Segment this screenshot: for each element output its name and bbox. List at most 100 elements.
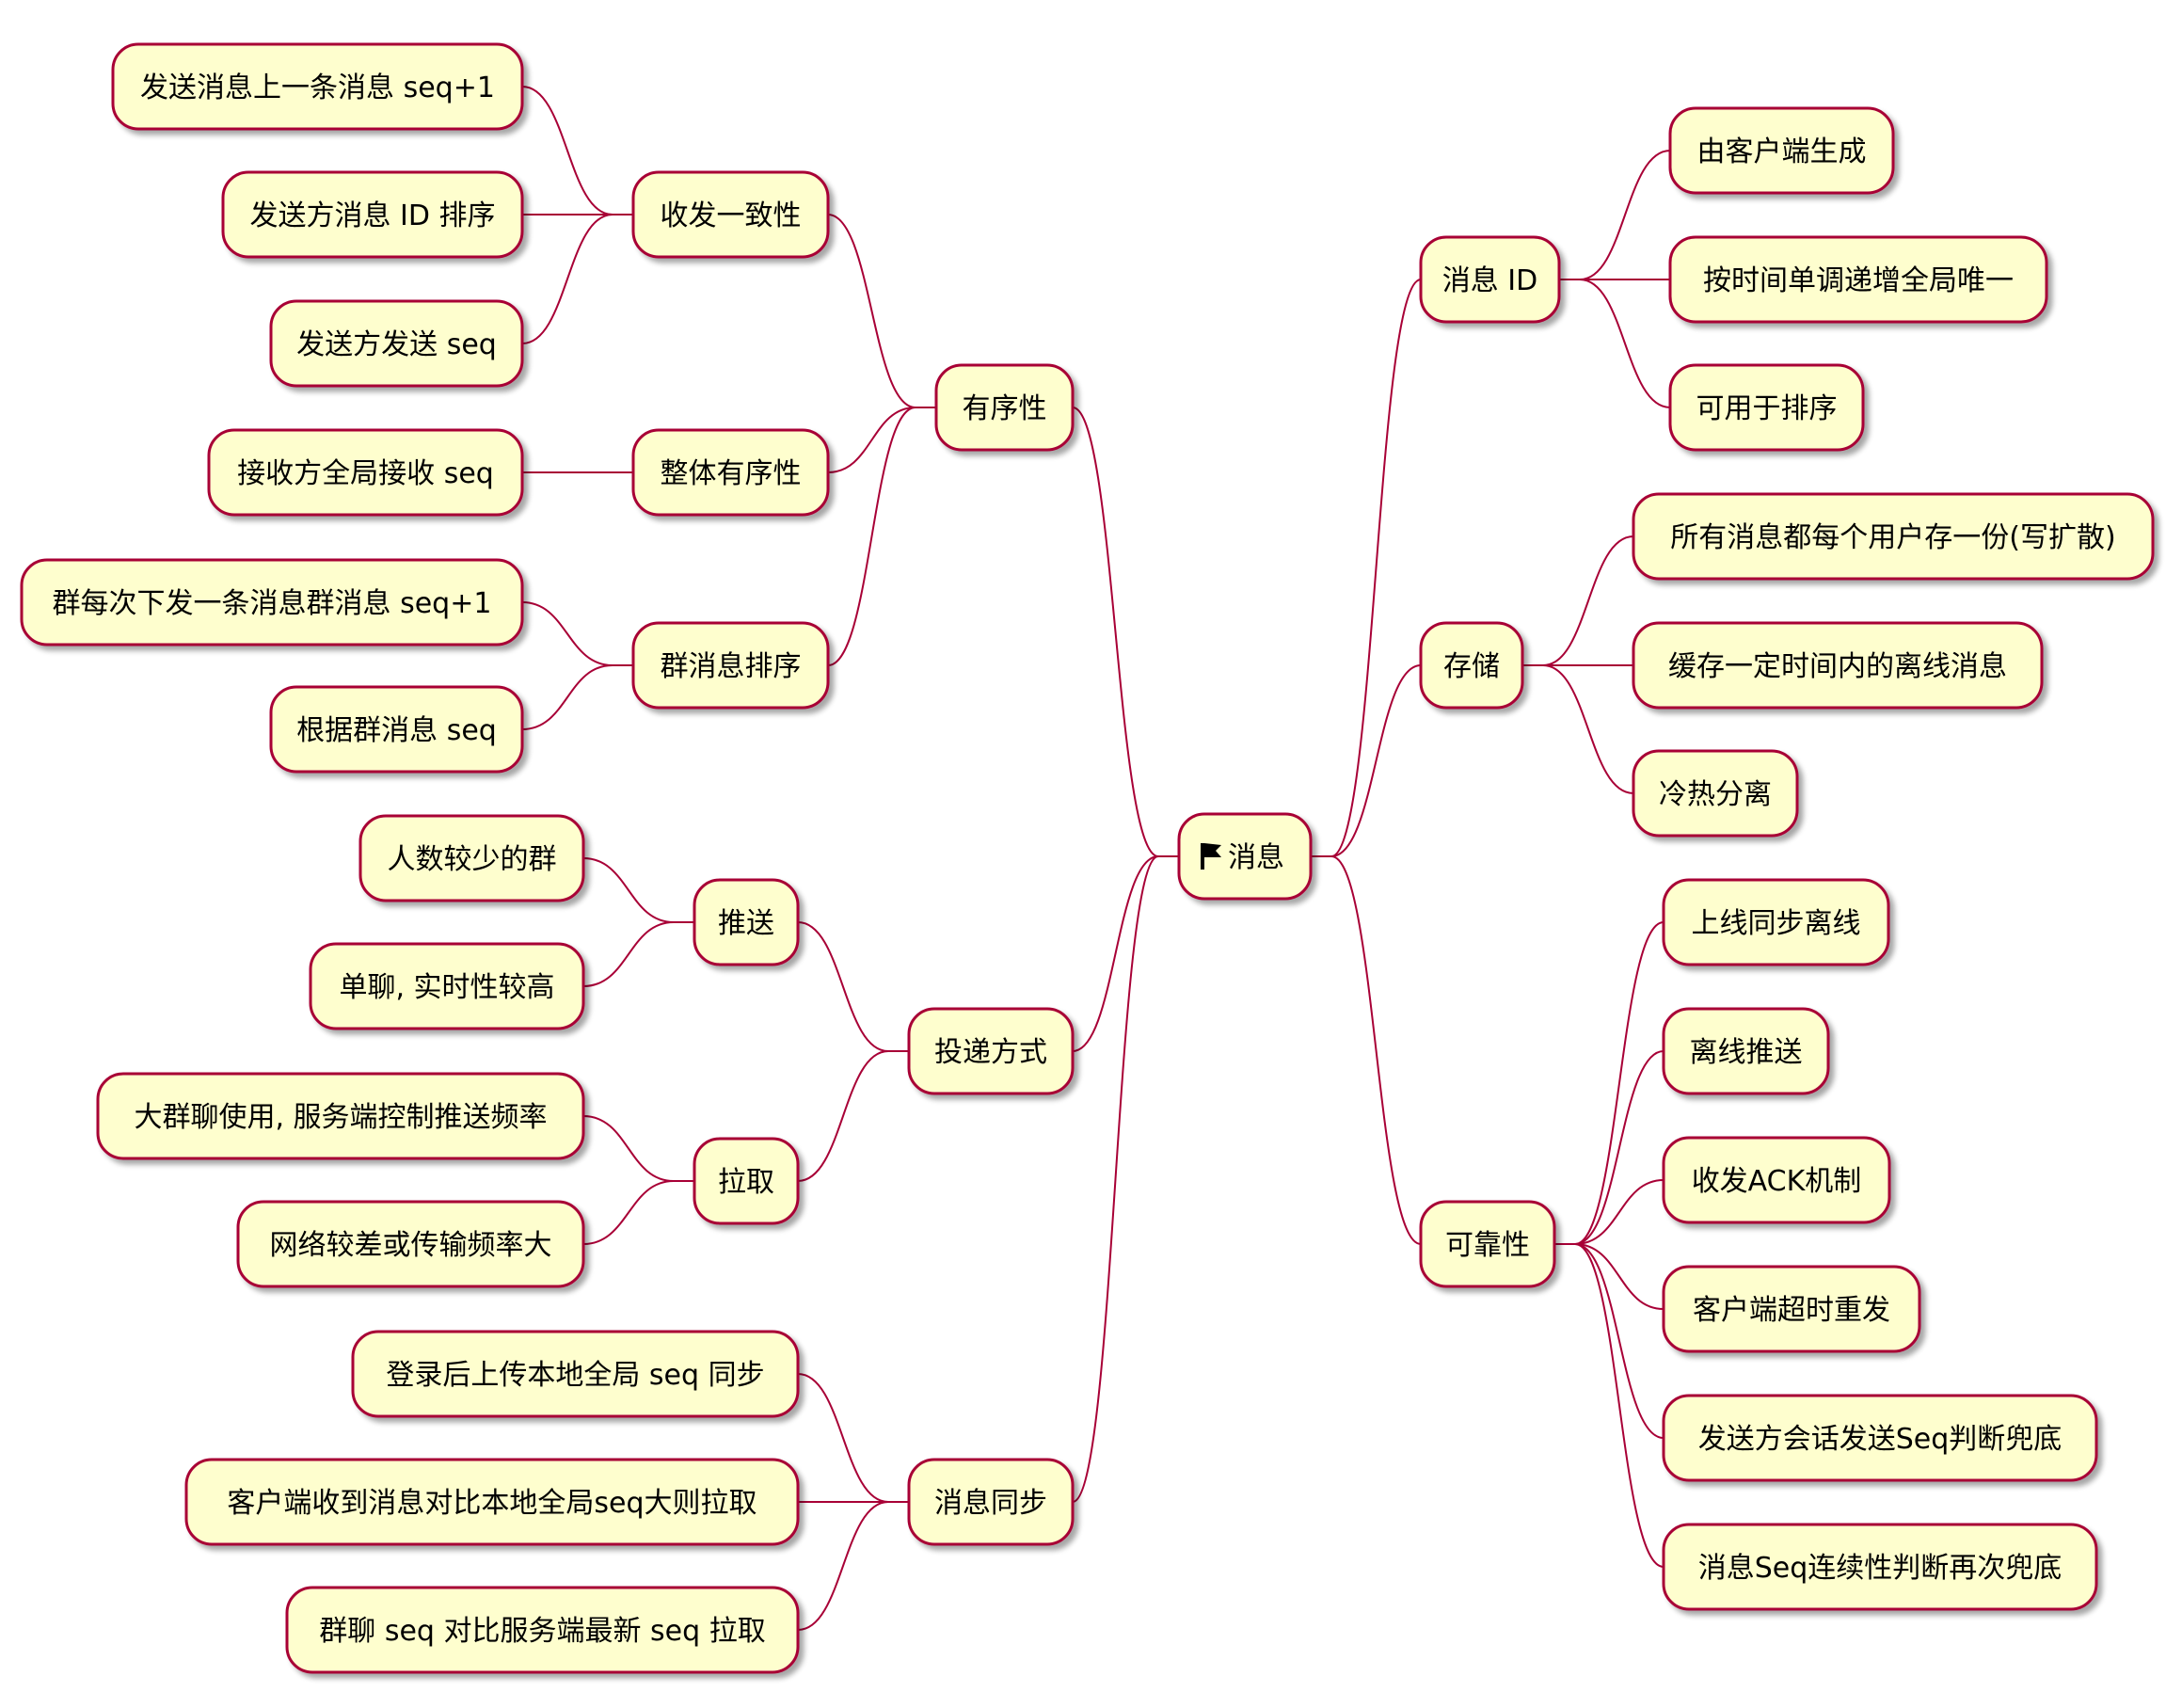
edge-i1 — [1559, 150, 1671, 280]
node-label: 群聊 seq 对比服务端最新 seq 拉取 — [319, 1615, 765, 1648]
node-l1: 大群聊使用, 服务端控制推送频率 — [96, 1072, 585, 1160]
edge-reliable — [1311, 855, 1422, 1245]
node-r1: 上线同步离线 — [1662, 878, 1890, 966]
node-box — [1662, 1523, 2098, 1611]
node-box — [236, 1200, 585, 1288]
node-box — [1662, 1136, 1891, 1224]
node-box — [631, 170, 830, 259]
edge-g2 — [521, 664, 633, 730]
node-consist: 收发一致性 — [631, 170, 830, 259]
node-t1: 所有消息都每个用户存一份(写扩散) — [1632, 492, 2155, 581]
node-label: 群每次下发一条消息群消息 seq+1 — [53, 587, 492, 620]
node-box — [1668, 363, 1865, 452]
node-s1: 登录后上传本地全局 seq 同步 — [351, 1330, 800, 1418]
node-p1: 人数较少的群 — [358, 814, 585, 902]
node-g2: 根据群消息 seq — [269, 685, 524, 774]
node-store: 存储 — [1419, 621, 1524, 710]
node-r6: 消息Seq连续性判断再次兜底 — [1662, 1523, 2098, 1611]
node-deliver: 投递方式 — [907, 1007, 1075, 1095]
edge-whole — [827, 407, 936, 473]
node-box — [907, 1458, 1075, 1546]
node-w1: 接收方全局接收 seq — [207, 428, 524, 517]
node-label: 大群聊使用, 服务端控制推送频率 — [134, 1101, 547, 1134]
edge-p1 — [582, 857, 694, 923]
node-label: 客户端收到消息对比本地全局seq大则拉取 — [227, 1487, 757, 1520]
edge-c3 — [521, 214, 633, 344]
node-box — [1419, 1200, 1556, 1288]
node-label: 上线同步离线 — [1692, 907, 1861, 940]
node-whole: 整体有序性 — [631, 428, 830, 517]
edge-t3 — [1522, 664, 1634, 794]
node-s3: 群聊 seq 对比服务端最新 seq 拉取 — [285, 1586, 800, 1674]
node-box — [907, 1007, 1075, 1095]
node-box — [1632, 492, 2155, 581]
node-r4: 客户端超时重发 — [1662, 1265, 1921, 1353]
node-label: 冷热分离 — [1659, 778, 1772, 811]
node-label: 可靠性 — [1445, 1229, 1530, 1262]
node-i2: 按时间单调递增全局唯一 — [1668, 235, 2048, 324]
edge-r5 — [1554, 1243, 1664, 1439]
node-box — [20, 558, 524, 646]
node-box — [693, 1137, 800, 1225]
node-box — [269, 299, 524, 388]
node-label: 可用于排序 — [1696, 392, 1838, 425]
node-box — [351, 1330, 800, 1418]
edge-consist — [827, 214, 936, 408]
node-c2: 发送方消息 ID 排序 — [221, 170, 524, 259]
node-label: 消息Seq连续性判断再次兜底 — [1698, 1552, 2063, 1585]
node-t2: 缓存一定时间内的离线消息 — [1632, 621, 2044, 710]
node-label: 推送 — [718, 907, 774, 940]
edge-pull — [797, 1050, 909, 1182]
node-label: 发送方消息 ID 排序 — [249, 200, 495, 232]
node-box — [1632, 749, 1799, 838]
node-box — [1419, 621, 1524, 710]
node-label: 投递方式 — [934, 1036, 1047, 1069]
node-label: 客户端超时重发 — [1693, 1294, 1890, 1327]
node-r5: 发送方会话发送Seq判断兜底 — [1662, 1394, 2098, 1482]
edge-p2 — [582, 921, 694, 987]
node-label: 存储 — [1443, 650, 1500, 683]
node-label: 消息 ID — [1442, 264, 1537, 297]
node-root: 消息 — [1177, 812, 1313, 901]
node-box — [693, 878, 800, 966]
node-sync: 消息同步 — [907, 1458, 1075, 1546]
node-box — [1662, 1007, 1830, 1095]
node-push: 推送 — [693, 878, 800, 966]
node-label: 消息同步 — [934, 1487, 1047, 1520]
node-id: 消息 ID — [1419, 235, 1561, 324]
node-r2: 离线推送 — [1662, 1007, 1830, 1095]
node-box — [285, 1586, 800, 1674]
edge-r3 — [1554, 1179, 1664, 1245]
edge-i3 — [1559, 279, 1671, 408]
node-box — [1662, 878, 1890, 966]
node-label: 由客户端生成 — [1697, 136, 1867, 168]
edge-s3 — [797, 1501, 909, 1631]
flag-icon — [1201, 843, 1221, 870]
node-box — [1632, 621, 2044, 710]
edge-store — [1311, 664, 1422, 857]
node-box — [631, 428, 830, 517]
node-label: 群消息排序 — [661, 650, 802, 683]
edge-g1 — [521, 601, 633, 666]
node-order: 有序性 — [934, 363, 1075, 452]
node-box — [309, 942, 585, 1030]
node-i3: 可用于排序 — [1668, 363, 1865, 452]
node-box — [1419, 235, 1561, 324]
node-box — [1177, 812, 1313, 901]
node-g1: 群每次下发一条消息群消息 seq+1 — [20, 558, 524, 646]
node-box — [631, 621, 830, 710]
node-box — [358, 814, 585, 902]
node-box — [111, 42, 524, 131]
node-label: 缓存一定时间内的离线消息 — [1668, 650, 2007, 683]
edge-push — [797, 921, 909, 1052]
edge-sync — [1072, 855, 1179, 1503]
node-label: 接收方全局接收 seq — [237, 457, 494, 490]
node-p2: 单聊, 实时性较高 — [309, 942, 585, 1030]
edge-r1 — [1554, 921, 1664, 1245]
node-group: 群消息排序 — [631, 621, 830, 710]
node-box — [1662, 1265, 1921, 1353]
node-box — [221, 170, 524, 259]
node-box — [1662, 1394, 2098, 1482]
node-l2: 网络较差或传输频率大 — [236, 1200, 585, 1288]
